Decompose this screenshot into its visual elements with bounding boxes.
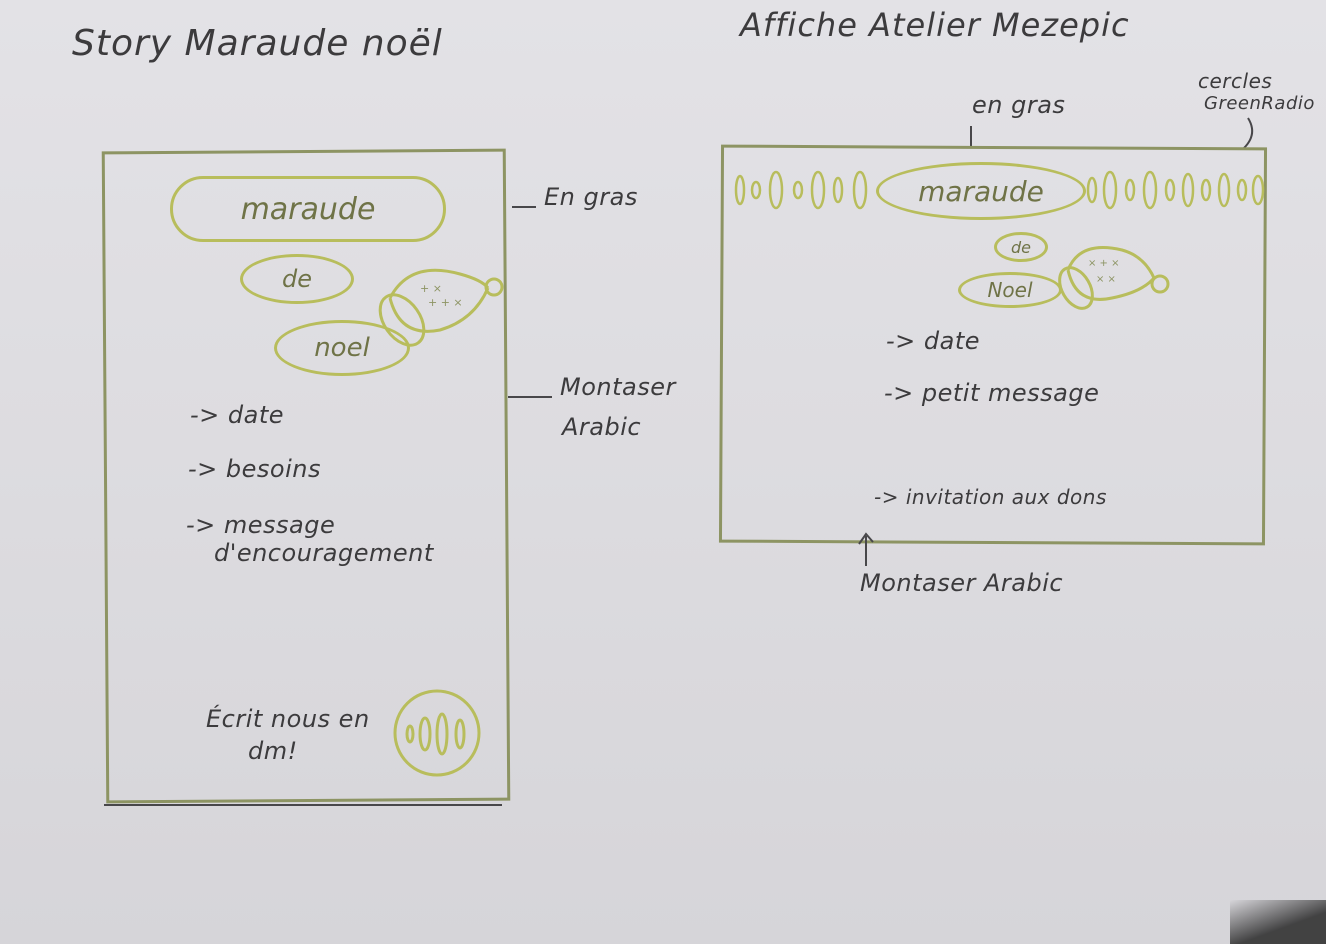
- story-santa-hat-icon: + × + + ×: [378, 268, 504, 347]
- story-item-besoins: -> besoins: [188, 455, 321, 483]
- poster-radio-waves-right-icon: [1086, 170, 1265, 210]
- poster-item-dons: -> invitation aux dons: [874, 485, 1107, 509]
- poster-pill-maraude: maraude: [876, 162, 1086, 220]
- story-item-encouragement: d'encouragement: [214, 539, 434, 567]
- story-footer-line1: Écrit nous en: [206, 705, 370, 733]
- poster-santa-hat-icon: × + × × ×: [1058, 246, 1170, 310]
- poster-pill-noel: Noel: [958, 272, 1062, 308]
- poster-item-date: -> date: [886, 327, 981, 355]
- story-greenradio-logo-icon: [393, 689, 481, 777]
- story-bold-pointer: [512, 206, 536, 208]
- story-bold-note: En gras: [544, 183, 638, 211]
- poster-circles-note-line2: GreenRadio: [1204, 93, 1315, 114]
- poster-radio-waves-left-icon: [734, 170, 868, 210]
- story-pill-maraude: maraude: [170, 176, 446, 242]
- svg-text:× ×: × ×: [1096, 274, 1116, 285]
- poster-item-message: -> petit message: [884, 379, 1100, 407]
- poster-pill-de: de: [994, 232, 1048, 262]
- table-shadow: [1230, 900, 1326, 944]
- story-font-note-line1: Montaser: [560, 373, 676, 401]
- story-item-date: -> date: [190, 401, 285, 429]
- poster-circles-pointer: [1243, 117, 1254, 149]
- story-font-note-line2: Arabic: [562, 413, 642, 441]
- story-pill-noel: noel: [274, 320, 410, 376]
- svg-text:+ + ×: + + ×: [428, 296, 463, 309]
- story-footer-line2: dm!: [248, 737, 298, 765]
- story-font-pointer: [508, 396, 552, 398]
- poster-title: Affiche Atelier Mezepic: [740, 6, 1130, 44]
- story-pill-de: de: [240, 254, 354, 304]
- poster-circles-note-line1: cercles: [1198, 69, 1273, 93]
- poster-bold-pointer: [970, 126, 972, 146]
- story-item-message: -> message: [186, 511, 336, 539]
- svg-text:× + ×: × + ×: [1088, 258, 1120, 269]
- story-frame-shadow-line: [104, 804, 502, 806]
- story-title: Story Maraude noël: [72, 23, 443, 64]
- poster-font-pointer-arrow: [858, 532, 874, 566]
- poster-bold-note: en gras: [972, 91, 1066, 119]
- svg-text:+ ×: + ×: [420, 282, 442, 295]
- poster-font-note: Montaser Arabic: [860, 569, 1064, 597]
